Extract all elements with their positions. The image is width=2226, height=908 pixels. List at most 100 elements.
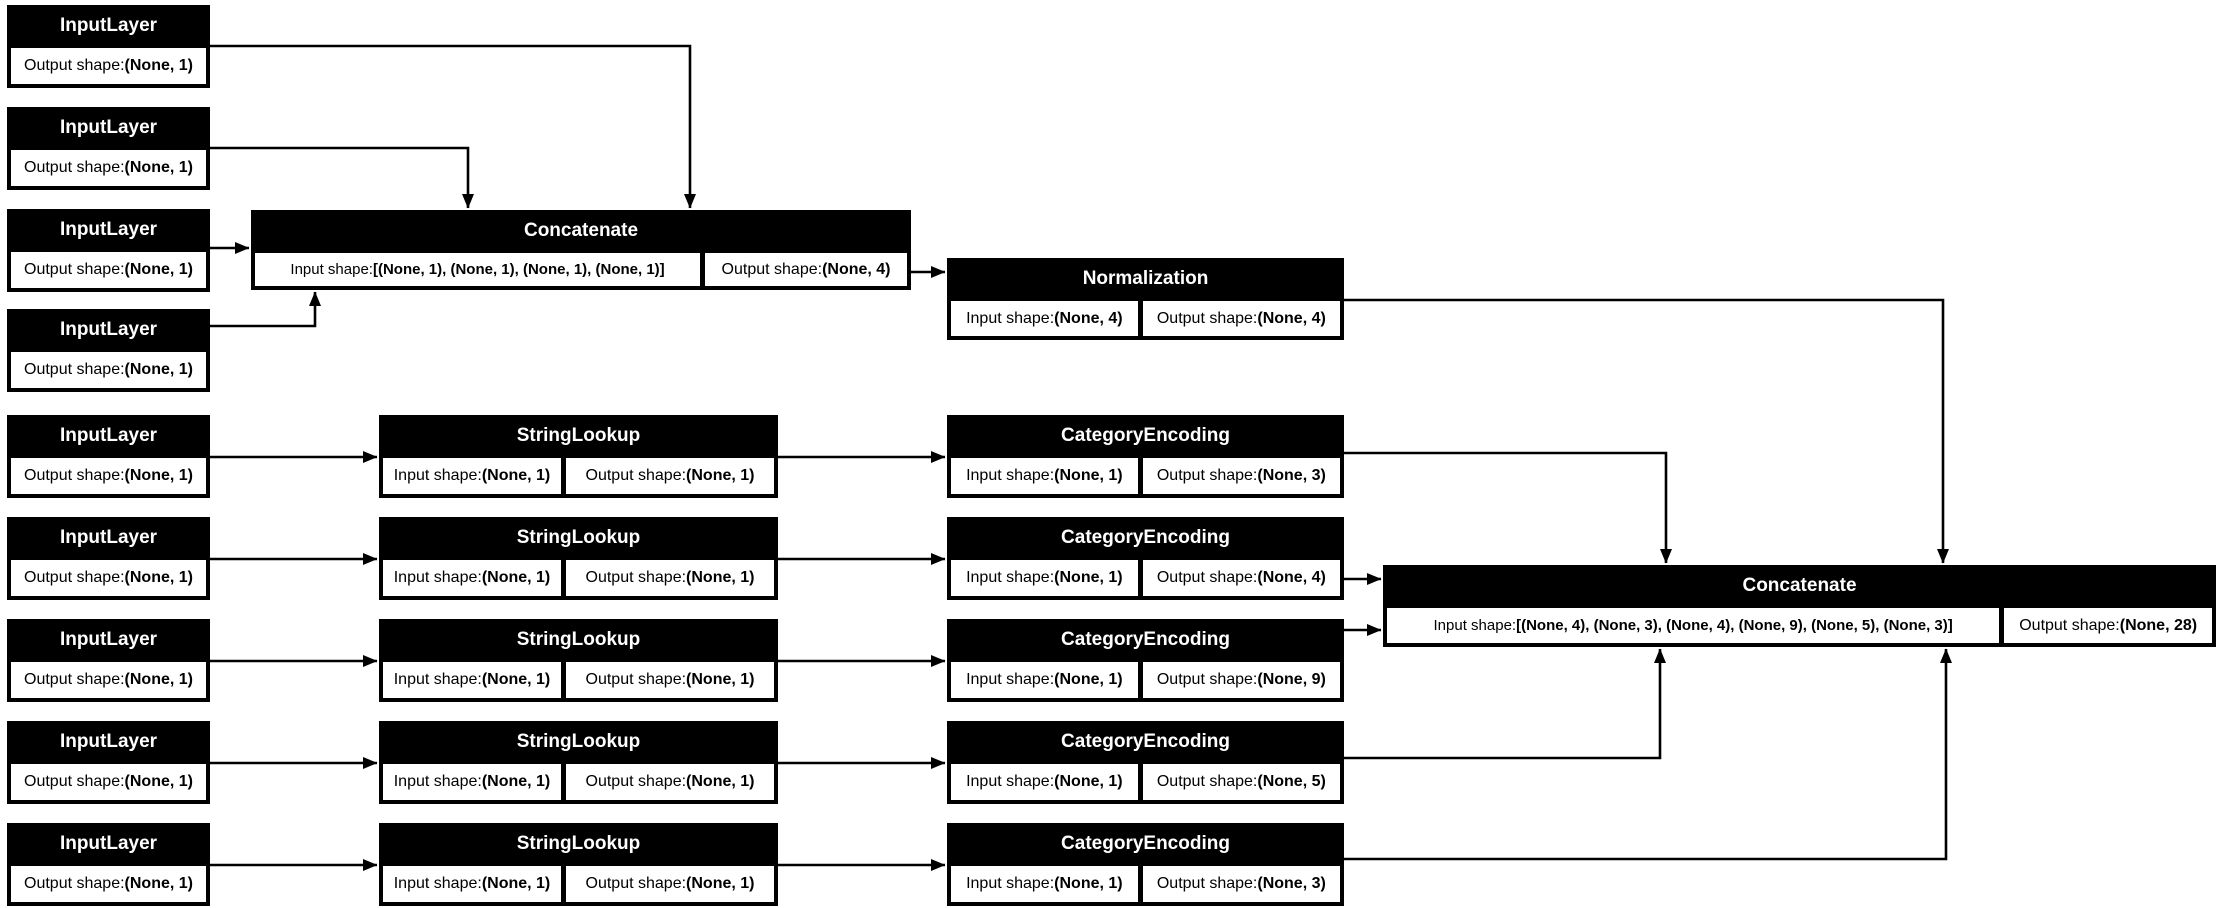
shape-value: (None, 4) [1257,569,1326,586]
shape-value: (None, 4) [822,260,891,278]
shape-label: Input shape: [393,671,482,688]
shape-label: Output shape: [1156,671,1258,688]
layer-type-title: StringLookup [516,833,641,854]
shape-value: (None, 1) [1054,875,1123,892]
input-shape-cell: Input shape: (None, 1) [950,457,1139,495]
shape-label: Output shape: [585,773,687,790]
edge-input-1-to-concatenate-1 [210,44,696,209]
output-shape-cell: Output shape: (None, 1) [10,351,207,389]
node-categoryencoding-2: CategoryEncoding Input shape: (None, 1) … [947,517,1344,600]
shape-value: (None, 1) [124,467,193,484]
edge-categoryencoding-4-to-concatenate-2 [1344,648,1666,760]
shape-label: Input shape: [290,261,373,278]
shape-value: (None, 4) [1257,309,1326,327]
layer-type-title: InputLayer [59,319,158,340]
layer-type-title: CategoryEncoding [1061,629,1230,650]
shape-value: (None, 1) [686,467,755,484]
input-shape-cell: Input shape: (None, 1) [382,559,562,597]
shape-label: Input shape: [966,467,1055,484]
shape-label: Output shape: [24,361,125,378]
layer-type-title: StringLookup [516,731,641,752]
output-shape-cell: Output shape: (None, 9) [1141,661,1341,699]
layer-type-title: Concatenate [1742,575,1857,596]
layer-type-title: Normalization [1082,268,1209,289]
shape-label: Output shape: [2019,616,2120,634]
shape-value: (None, 1) [124,773,193,790]
layer-type-title: InputLayer [59,15,158,36]
shape-value: (None, 1) [686,569,755,586]
shape-label: Output shape: [585,569,687,586]
shape-row: Input shape: (None, 4) Output shape: (No… [947,300,1344,340]
input-shape-cell: Input shape: (None, 1) [382,763,562,801]
layer-type-title: CategoryEncoding [1061,425,1230,446]
layer-type-title: InputLayer [59,425,158,446]
shape-label: Input shape: [393,467,482,484]
shape-row: Input shape: (None, 1) Output shape: (No… [379,661,778,702]
layer-type-title: InputLayer [59,219,158,240]
output-shape-cell: Output shape: (None, 1) [565,661,775,699]
output-shape-cell: Output shape: (None, 1) [10,865,207,903]
node-input-2: InputLayer Output shape: (None, 1) [7,107,210,190]
shape-row: Output shape: (None, 1) [7,351,210,392]
shape-label: Output shape: [24,773,125,790]
shape-value: (None, 1) [686,875,755,892]
shape-row: Input shape: (None, 1) Output shape: (No… [947,559,1344,600]
shape-value: (None, 1) [1054,671,1123,688]
shape-value: (None, 1) [124,159,193,176]
output-shape-cell: Output shape: (None, 3) [1141,457,1341,495]
shape-row: Input shape: (None, 1) Output shape: (No… [379,457,778,498]
node-categoryencoding-1: CategoryEncoding Input shape: (None, 1) … [947,415,1344,498]
output-shape-cell: Output shape: (None, 5) [1141,763,1341,801]
output-shape-cell: Output shape: (None, 28) [2003,607,2213,644]
layer-type-title: StringLookup [516,629,641,650]
shape-value: (None, 1) [686,671,755,688]
layer-type-title: InputLayer [59,117,158,138]
shape-row: Input shape: [(None, 1), (None, 1), (Non… [251,252,911,290]
shape-label: Output shape: [1156,569,1258,586]
layer-type-title: CategoryEncoding [1061,833,1230,854]
output-shape-cell: Output shape: (None, 1) [565,865,775,903]
shape-label: Output shape: [585,671,687,688]
node-input-1: InputLayer Output shape: (None, 1) [7,5,210,88]
node-stringlookup-1: StringLookup Input shape: (None, 1) Outp… [379,415,778,498]
layer-type-title: StringLookup [516,425,641,446]
shape-row: Input shape: (None, 1) Output shape: (No… [947,763,1344,804]
shape-label: Output shape: [721,260,823,278]
shape-value: (None, 1) [1054,569,1123,586]
input-shape-cell: Input shape: (None, 1) [950,661,1139,699]
layer-type-title: CategoryEncoding [1061,527,1230,548]
shape-label: Output shape: [1156,875,1258,892]
node-concatenate-2: Concatenate Input shape: [(None, 4), (No… [1383,565,2216,647]
shape-label: Input shape: [393,875,482,892]
layer-type-title: CategoryEncoding [1061,731,1230,752]
shape-value: (None, 1) [124,361,193,378]
shape-value: [(None, 1), (None, 1), (None, 1), (None,… [372,261,665,278]
node-input-7: InputLayer Output shape: (None, 1) [7,619,210,702]
node-input-4: InputLayer Output shape: (None, 1) [7,309,210,392]
layer-type-title: InputLayer [59,731,158,752]
node-input-9: InputLayer Output shape: (None, 1) [7,823,210,906]
node-normalization: Normalization Input shape: (None, 4) Out… [947,258,1344,340]
shape-row: Output shape: (None, 1) [7,47,210,88]
node-input-8: InputLayer Output shape: (None, 1) [7,721,210,804]
layer-type-title: Concatenate [523,220,639,241]
input-shape-cell: Input shape: [(None, 1), (None, 1), (Non… [254,252,702,287]
output-shape-cell: Output shape: (None, 1) [10,47,207,85]
shape-row: Output shape: (None, 1) [7,559,210,600]
shape-label: Output shape: [24,57,125,74]
node-input-6: InputLayer Output shape: (None, 1) [7,517,210,600]
edge-categoryencoding-1-to-concatenate-2 [1344,451,1672,564]
shape-row: Input shape: (None, 1) Output shape: (No… [947,865,1344,906]
shape-row: Output shape: (None, 1) [7,251,210,292]
shape-label: Input shape: [966,875,1055,892]
shape-label: Input shape: [966,671,1055,688]
shape-value: (None, 1) [124,671,193,688]
output-shape-cell: Output shape: (None, 1) [565,559,775,597]
shape-label: Output shape: [24,467,125,484]
shape-label: Output shape: [1156,309,1258,327]
shape-value: (None, 1) [481,773,551,790]
shape-value: (None, 3) [1257,467,1326,484]
input-shape-cell: Input shape: (None, 1) [382,457,562,495]
